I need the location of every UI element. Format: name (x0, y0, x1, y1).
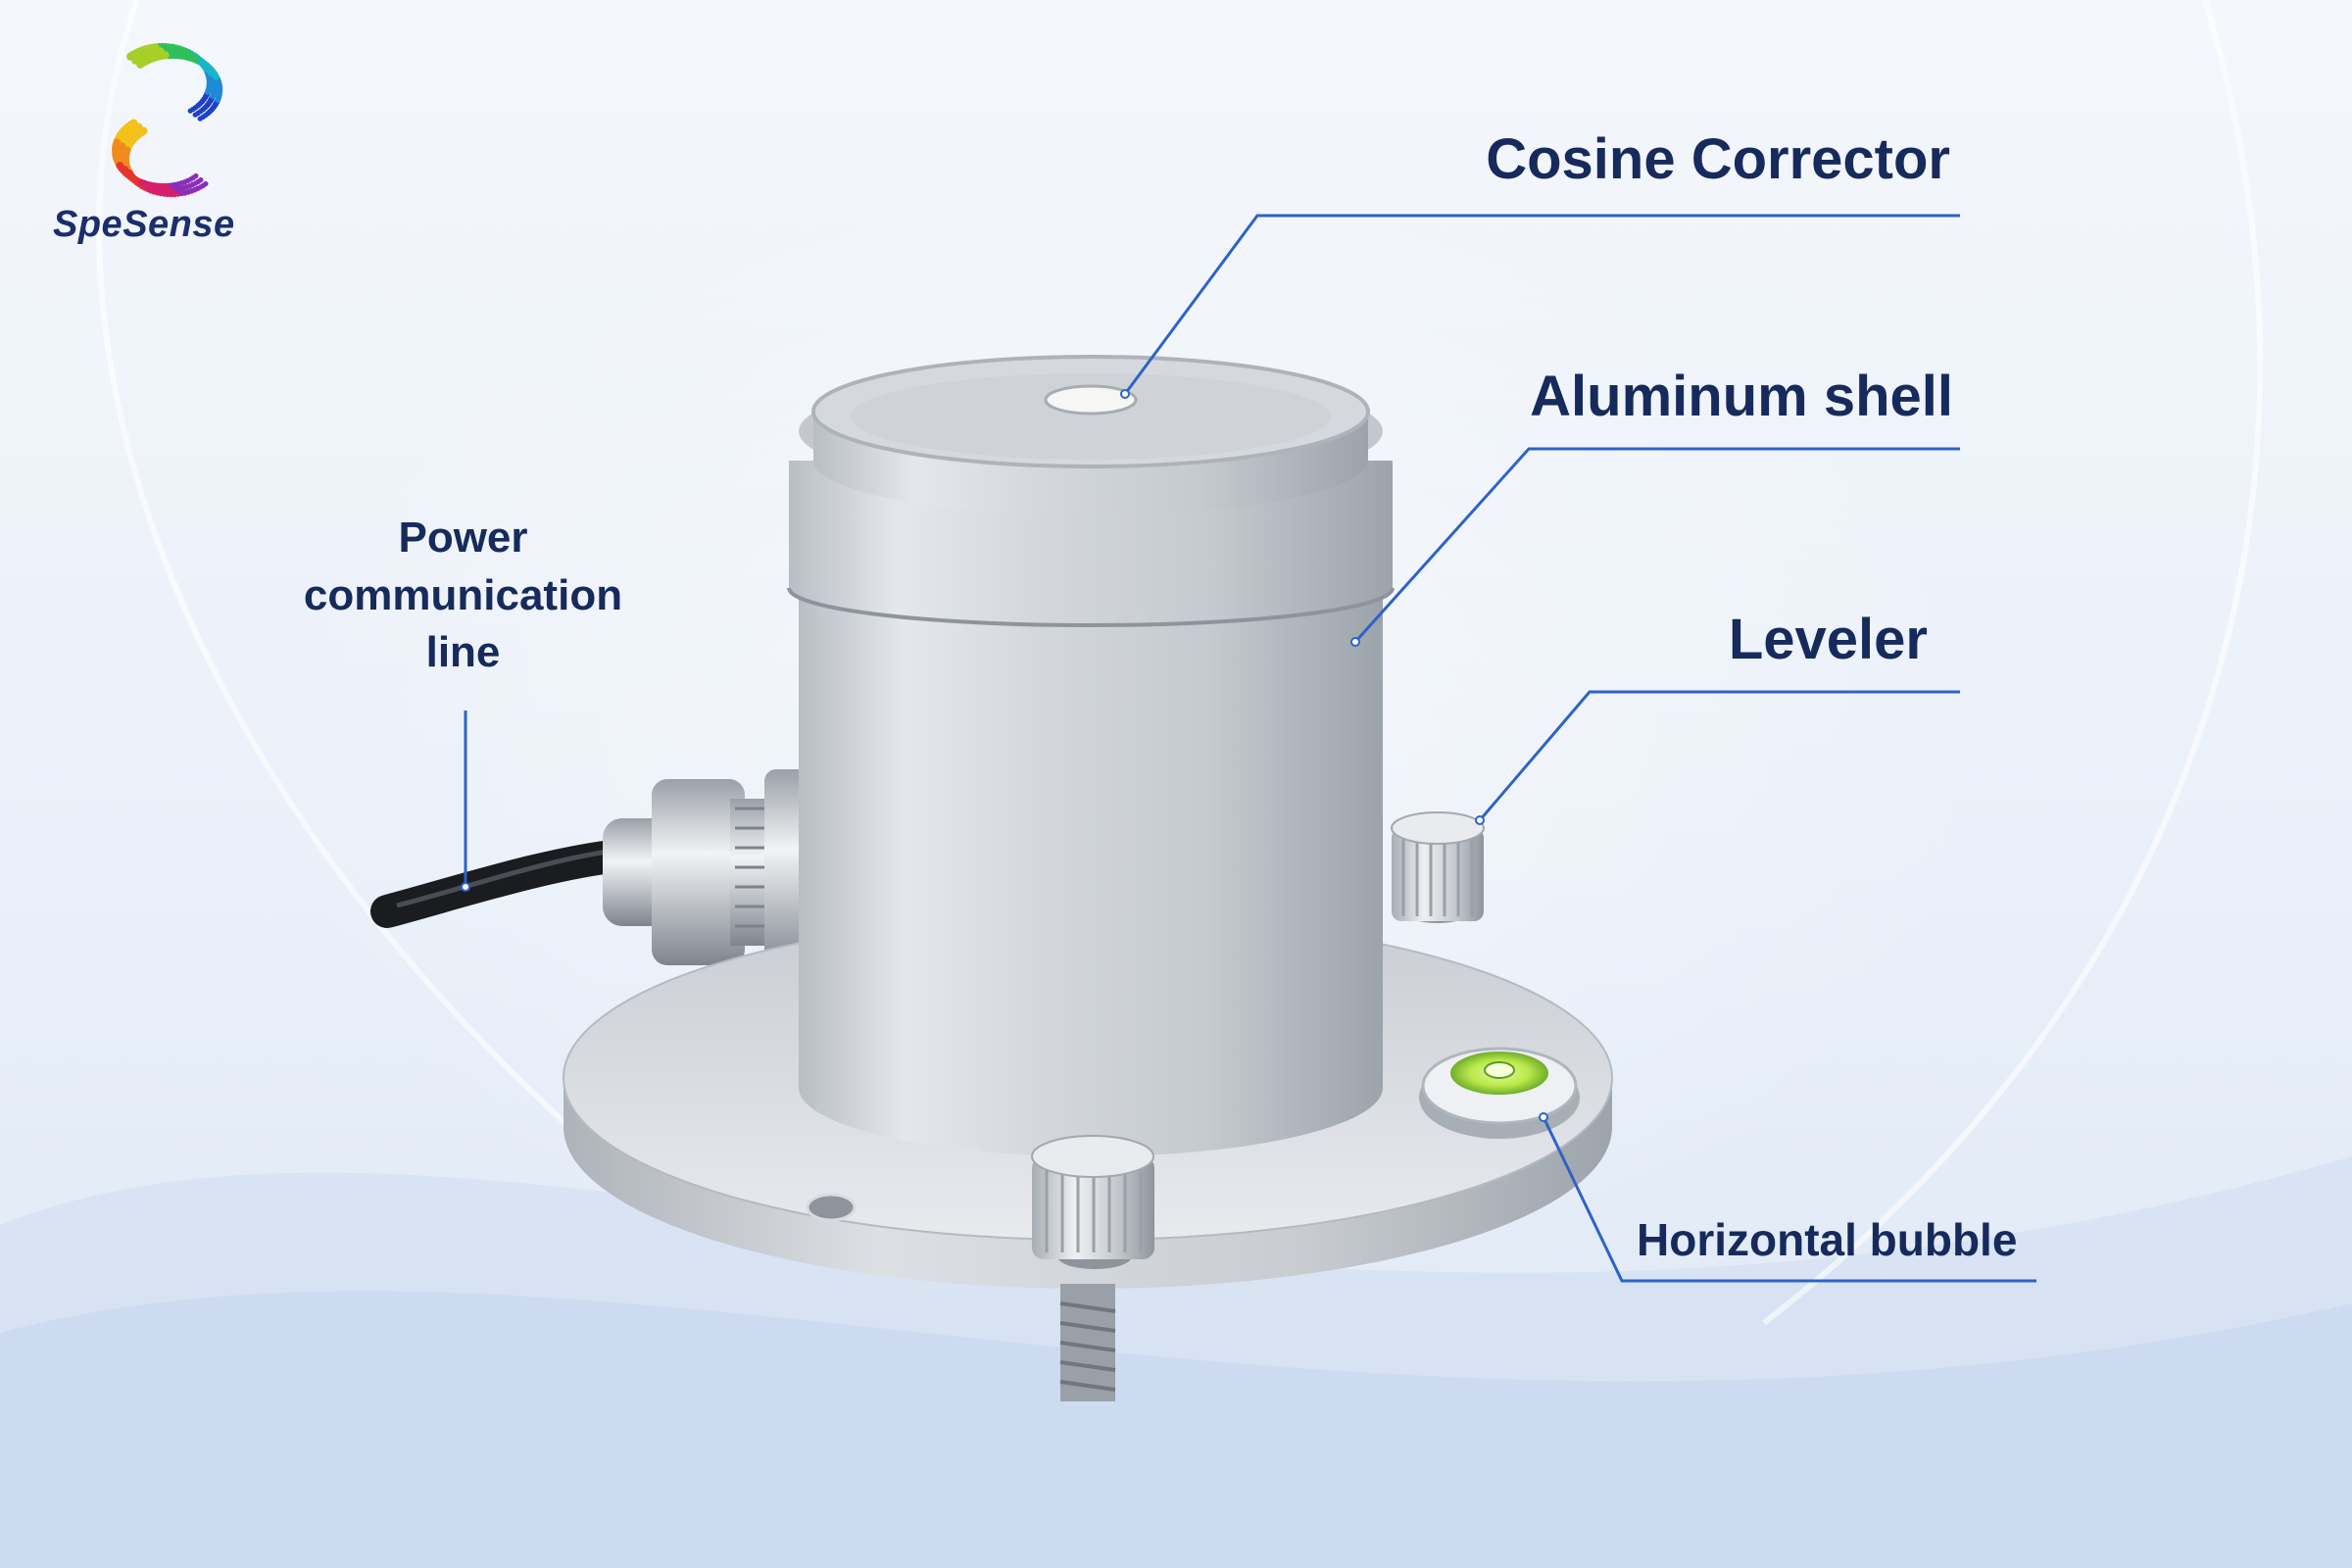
aluminum-shell (787, 355, 1395, 1156)
logo-dot (136, 60, 145, 69)
label-aluminum-shell: Aluminum shell (1530, 365, 1953, 428)
logo-dot (203, 180, 209, 187)
brand-name: SpeSense (53, 204, 235, 245)
leveler-knob (1391, 811, 1485, 923)
cosine-corrector-diffuser (1044, 384, 1138, 416)
leader-line-cosine (1123, 214, 1960, 395)
label-power-communication-line: Power communication line (303, 514, 623, 677)
background-swoosh (0, 1291, 2352, 1568)
power-cable (370, 838, 644, 928)
leader-line-bubble (1542, 1116, 2036, 1283)
leader-lines (464, 214, 2036, 1283)
leader-line-shell (1353, 447, 1960, 644)
logo-dot (193, 172, 199, 179)
level-bubble (1484, 1061, 1515, 1079)
background-swoosh (1762, 0, 2264, 1326)
label-leveler: Leveler (1728, 608, 1928, 671)
mounting-hole (806, 1193, 857, 1222)
rainbow-dotted-s-icon (112, 42, 223, 198)
bubble-level (1419, 1047, 1580, 1139)
leveler-knob (1031, 1135, 1154, 1269)
label-cosine-corrector: Cosine Corrector (1486, 127, 1950, 191)
label-horizontal-bubble: Horizontal bubble (1637, 1214, 2018, 1265)
logo-dot (198, 176, 204, 183)
leader-line-leveler (1478, 690, 1960, 821)
